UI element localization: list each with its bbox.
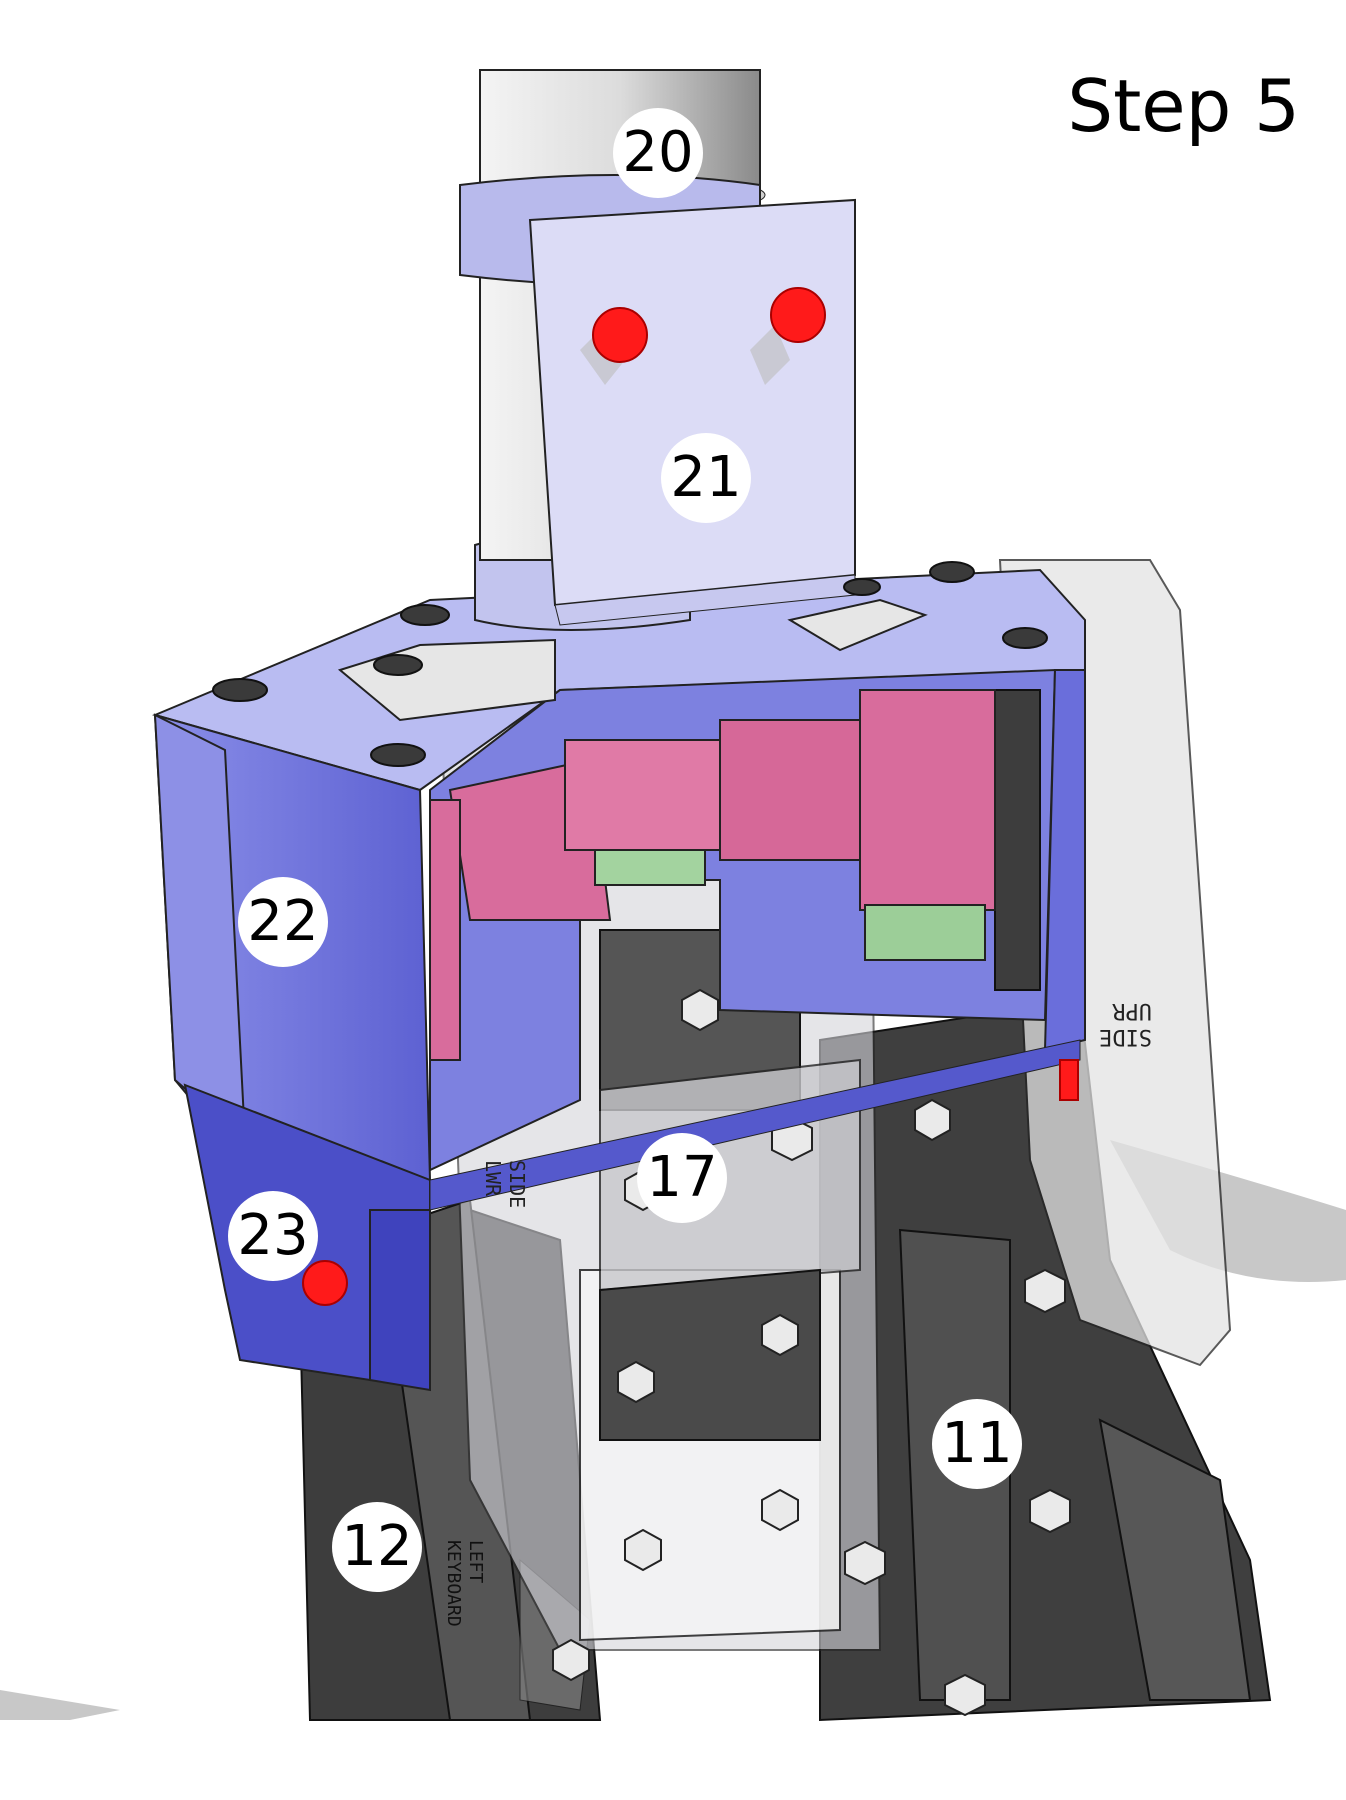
peg xyxy=(373,654,423,676)
gear-center-right xyxy=(719,719,871,861)
callout-23: 23 xyxy=(228,1191,318,1281)
hex-nut xyxy=(681,988,719,1032)
hex-nut xyxy=(761,1488,799,1532)
hex-nut xyxy=(1024,1268,1066,1314)
engraving-line: UPR xyxy=(1112,998,1152,1023)
callout-17: 17 xyxy=(637,1133,727,1223)
housing-pegs xyxy=(212,561,1048,767)
floor-shadow-left xyxy=(0,1690,120,1720)
engraving-side-lwr: SIDE LWR xyxy=(481,1160,529,1220)
peg xyxy=(843,578,881,596)
peg xyxy=(400,604,450,626)
engraving-line: SIDE xyxy=(1099,1024,1152,1049)
engraving-line: KEYBOARD xyxy=(443,1540,464,1627)
peg xyxy=(370,743,426,767)
hex-nut xyxy=(914,1098,951,1142)
metal-plate-right xyxy=(787,598,928,652)
callout-11: 11 xyxy=(932,1399,1022,1489)
peg xyxy=(1002,627,1048,649)
gears xyxy=(429,689,996,1061)
red-bolt-side-right xyxy=(1059,1059,1079,1101)
red-bolt-top-left xyxy=(580,307,648,385)
hex-nut xyxy=(761,1313,799,1357)
hex-nut xyxy=(844,1540,886,1586)
engraving-line: SIDE xyxy=(505,1160,529,1208)
tube-clamp-plate-part-21 xyxy=(528,198,856,626)
right-frame-part-11 xyxy=(819,998,1272,1722)
red-bolt-top-right xyxy=(750,287,826,385)
callout-20: 20 xyxy=(613,108,703,198)
gear-hub-center xyxy=(594,849,706,886)
engraving-line: LEFT xyxy=(465,1540,486,1584)
hex-nut xyxy=(944,1673,986,1717)
red-bolt-lower-left xyxy=(302,1260,348,1306)
gear-left-edge xyxy=(429,799,461,1061)
red-bolts xyxy=(302,287,1079,1306)
gear-center xyxy=(564,739,721,851)
gear-right xyxy=(859,689,996,911)
hex-nut xyxy=(624,1528,662,1572)
gear-hub-right xyxy=(864,904,986,961)
callout-12: 12 xyxy=(332,1502,422,1592)
hex-nut xyxy=(552,1638,590,1682)
engraving-line: LWR xyxy=(481,1160,505,1197)
peg xyxy=(929,561,975,583)
callout-21: 21 xyxy=(661,433,751,523)
engraving-side-upr: SIDE UPR xyxy=(1086,998,1152,1049)
hex-nut xyxy=(1029,1488,1071,1534)
step-title: Step 5 xyxy=(1067,64,1300,148)
hex-nut xyxy=(617,1360,655,1404)
engraving-left-keyboard: LEFT KEYBOARD xyxy=(443,1540,486,1627)
callout-22: 22 xyxy=(238,877,328,967)
peg xyxy=(212,678,268,702)
